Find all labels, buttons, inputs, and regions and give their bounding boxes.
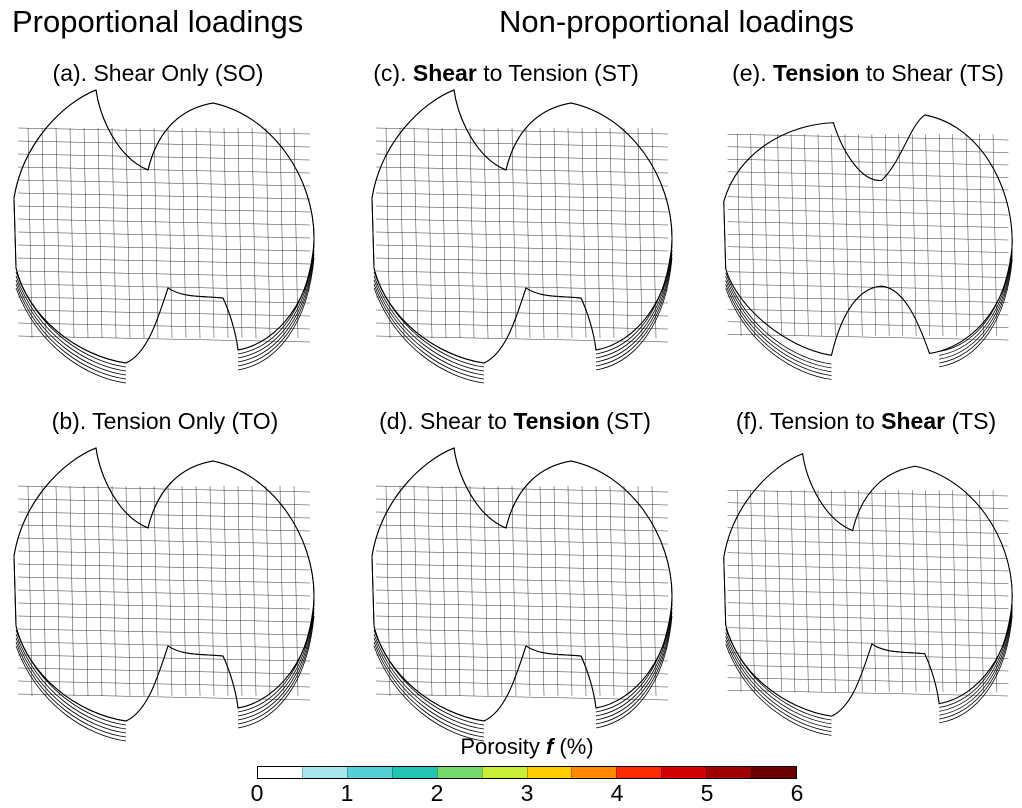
heading-non-proportional: Non-proportional loadings	[499, 4, 855, 39]
colorbar-tick-label: 3	[520, 780, 534, 806]
colorbar-swatch	[751, 767, 797, 778]
colorbar-tick-label: 1	[340, 780, 354, 806]
colorbar-swatch	[616, 767, 662, 778]
colorbar-swatch	[571, 767, 617, 778]
colorbar-title: Porosity f (%)	[460, 734, 594, 759]
colorbar-tick-label: 5	[700, 780, 714, 806]
heading-proportional: Proportional loadings	[12, 4, 304, 39]
subtitle-d: (d). Shear to Tension (ST)	[379, 408, 651, 434]
specimen-mesh-a	[8, 88, 320, 388]
colorbar-tick-label: 4	[610, 780, 624, 806]
colorbar-swatch	[258, 767, 302, 778]
colorbar-swatch	[301, 767, 347, 778]
colorbar-swatch	[391, 767, 437, 778]
colorbar	[257, 766, 797, 779]
colorbar-swatch	[526, 767, 572, 778]
specimen-mesh-d	[366, 446, 678, 746]
subtitle-c: (c). Shear to Tension (ST)	[373, 60, 639, 86]
subtitle-b: (b). Tension Only (TO)	[51, 408, 279, 434]
subtitle-f: (f). Tension to Shear (TS)	[735, 408, 997, 434]
colorbar-swatch	[346, 767, 392, 778]
specimen-mesh-f	[718, 446, 1018, 746]
colorbar-tick-label: 2	[430, 780, 444, 806]
specimen-mesh-c	[366, 88, 678, 388]
colorbar-swatch	[436, 767, 482, 778]
specimen-mesh-e	[718, 92, 1018, 388]
specimen-mesh-b	[8, 446, 320, 746]
colorbar-tick-label: 0	[250, 780, 264, 806]
subtitle-e: (e). Tension to Shear (TS)	[732, 60, 1004, 86]
colorbar-swatch	[661, 767, 707, 778]
colorbar-swatch	[481, 767, 527, 778]
colorbar-tick-label: 6	[790, 780, 804, 806]
colorbar-swatch	[706, 767, 752, 778]
subtitle-a: (a). Shear Only (SO)	[52, 60, 264, 86]
